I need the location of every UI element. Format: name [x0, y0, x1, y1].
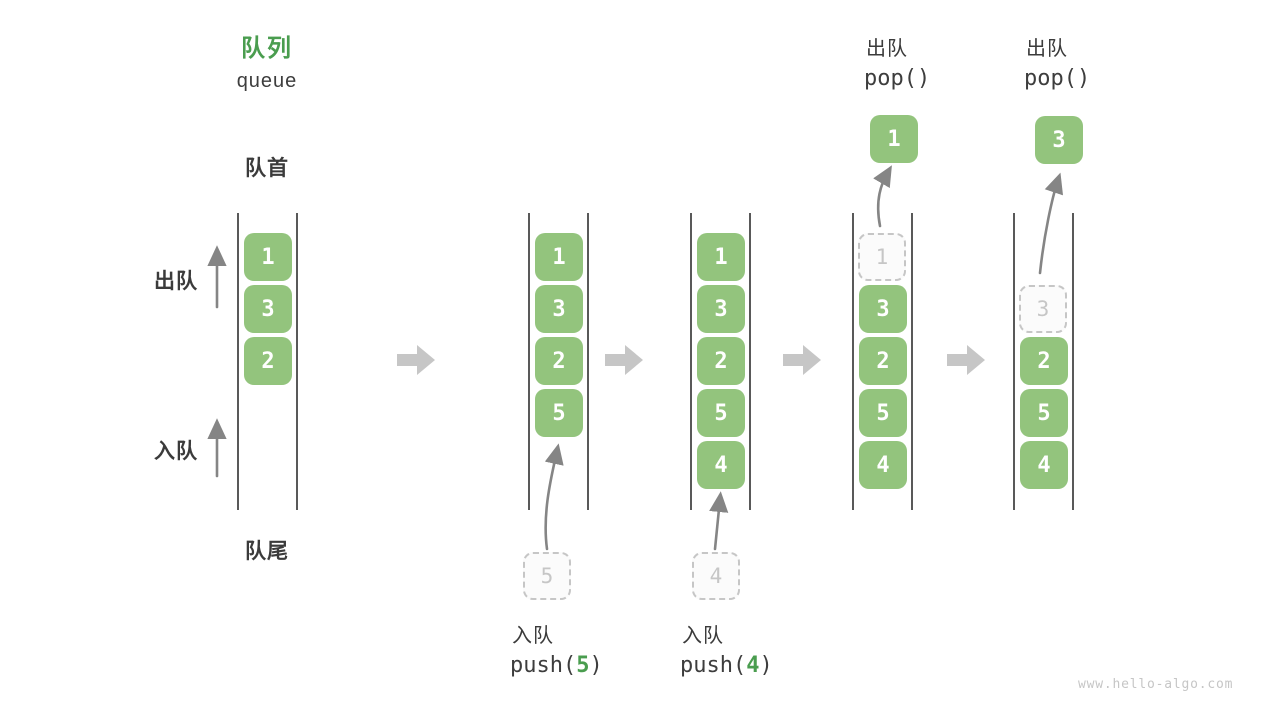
enqueue-side-label: 入队	[154, 440, 198, 463]
popped-cell: 1	[870, 115, 918, 163]
push-code-arg: 4	[746, 653, 760, 678]
queue-cell: 1	[697, 233, 745, 281]
queue-column-pop3	[1013, 213, 1074, 510]
queue-cell: 3	[244, 285, 292, 333]
push-code-fn: push(	[510, 653, 577, 678]
block-arrow-icon	[947, 345, 985, 375]
queue-column-initial	[237, 213, 298, 510]
queue-cell: 4	[1020, 441, 1068, 489]
queue-cell: 3	[535, 285, 583, 333]
pop-code: pop()	[864, 66, 931, 91]
push-label: 入队	[682, 625, 724, 647]
push-code-end: )	[759, 653, 773, 678]
push-code-fn: push(	[680, 653, 747, 678]
queue-cell: 4	[859, 441, 907, 489]
block-arrow-icon	[783, 345, 821, 375]
block-arrow-icon	[605, 345, 643, 375]
front-label: 队首	[245, 157, 289, 180]
queue-cell: 1	[535, 233, 583, 281]
queue-column-pop1	[852, 213, 913, 510]
queue-cell: 1	[244, 233, 292, 281]
staged-cell: 4	[692, 552, 740, 600]
rear-label: 队尾	[245, 540, 289, 563]
popped-cell: 3	[1035, 116, 1083, 164]
queue-cell: 2	[859, 337, 907, 385]
push-code: push(4)	[680, 653, 773, 678]
watermark: www.hello-algo.com	[1078, 677, 1234, 692]
dequeue-side-label: 出队	[154, 270, 198, 293]
push-code: push(5)	[510, 653, 603, 678]
queue-cell: 4	[697, 441, 745, 489]
subtitle-en: queue	[236, 70, 298, 92]
dashed-cell: 1	[858, 233, 906, 281]
queue-cell: 2	[697, 337, 745, 385]
queue-cell: 5	[697, 389, 745, 437]
queue-cell: 2	[244, 337, 292, 385]
staged-cell: 5	[523, 552, 571, 600]
queue-cell: 3	[859, 285, 907, 333]
dashed-cell: 3	[1019, 285, 1067, 333]
pop-code: pop()	[1024, 66, 1091, 91]
push-code-arg: 5	[576, 653, 590, 678]
push-code-end: )	[589, 653, 603, 678]
queue-cell: 5	[859, 389, 907, 437]
title-zh: 队列	[241, 35, 293, 62]
pop-label: 出队	[1026, 38, 1068, 60]
queue-column-after-push4	[690, 213, 751, 510]
queue-column-after-push5	[528, 213, 589, 510]
queue-cell: 3	[697, 285, 745, 333]
pop-label: 出队	[866, 38, 908, 60]
queue-cell: 2	[535, 337, 583, 385]
block-arrow-icon	[397, 345, 435, 375]
push-label: 入队	[512, 625, 554, 647]
queue-cell: 2	[1020, 337, 1068, 385]
queue-cell: 5	[1020, 389, 1068, 437]
queue-cell: 5	[535, 389, 583, 437]
